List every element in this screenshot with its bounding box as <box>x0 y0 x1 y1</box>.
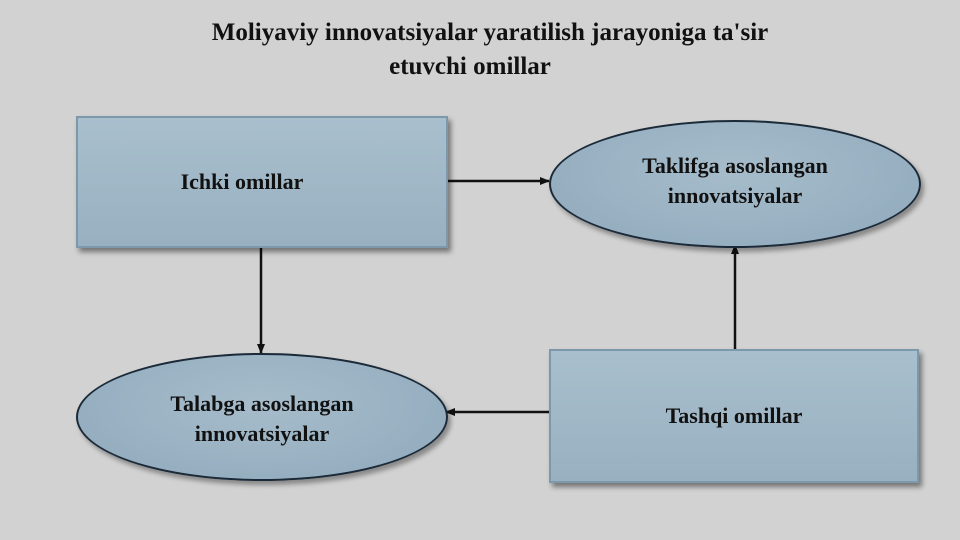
internal-factors-box: Ichki omillar <box>76 116 448 248</box>
internal-factors-label: Ichki omillar <box>180 169 304 194</box>
demand-innovations-line-2: innovatsiyalar <box>194 421 330 446</box>
title-line-1: Moliyaviy innovatsiyalar yaratilish jara… <box>211 19 769 46</box>
external-factors-box: Tashqi omillar <box>549 349 919 483</box>
demand-innovations-ellipse: Talabga asoslangan innovatsiyalar <box>76 353 448 481</box>
demand-innovations-line-1: Talabga asoslangan <box>170 391 354 416</box>
supply-innovations-line-1: Taklifga asoslangan <box>642 153 828 178</box>
page-title: Moliyaviy innovatsiyalar yaratilish jara… <box>140 16 840 84</box>
external-factors-label: Tashqi omillar <box>665 403 803 428</box>
supply-innovations-ellipse: Taklifga asoslangan innovatsiyalar <box>549 120 921 248</box>
supply-innovations-line-2: innovatsiyalar <box>667 183 803 208</box>
title-line-2: etuvchi omillar <box>389 53 551 80</box>
